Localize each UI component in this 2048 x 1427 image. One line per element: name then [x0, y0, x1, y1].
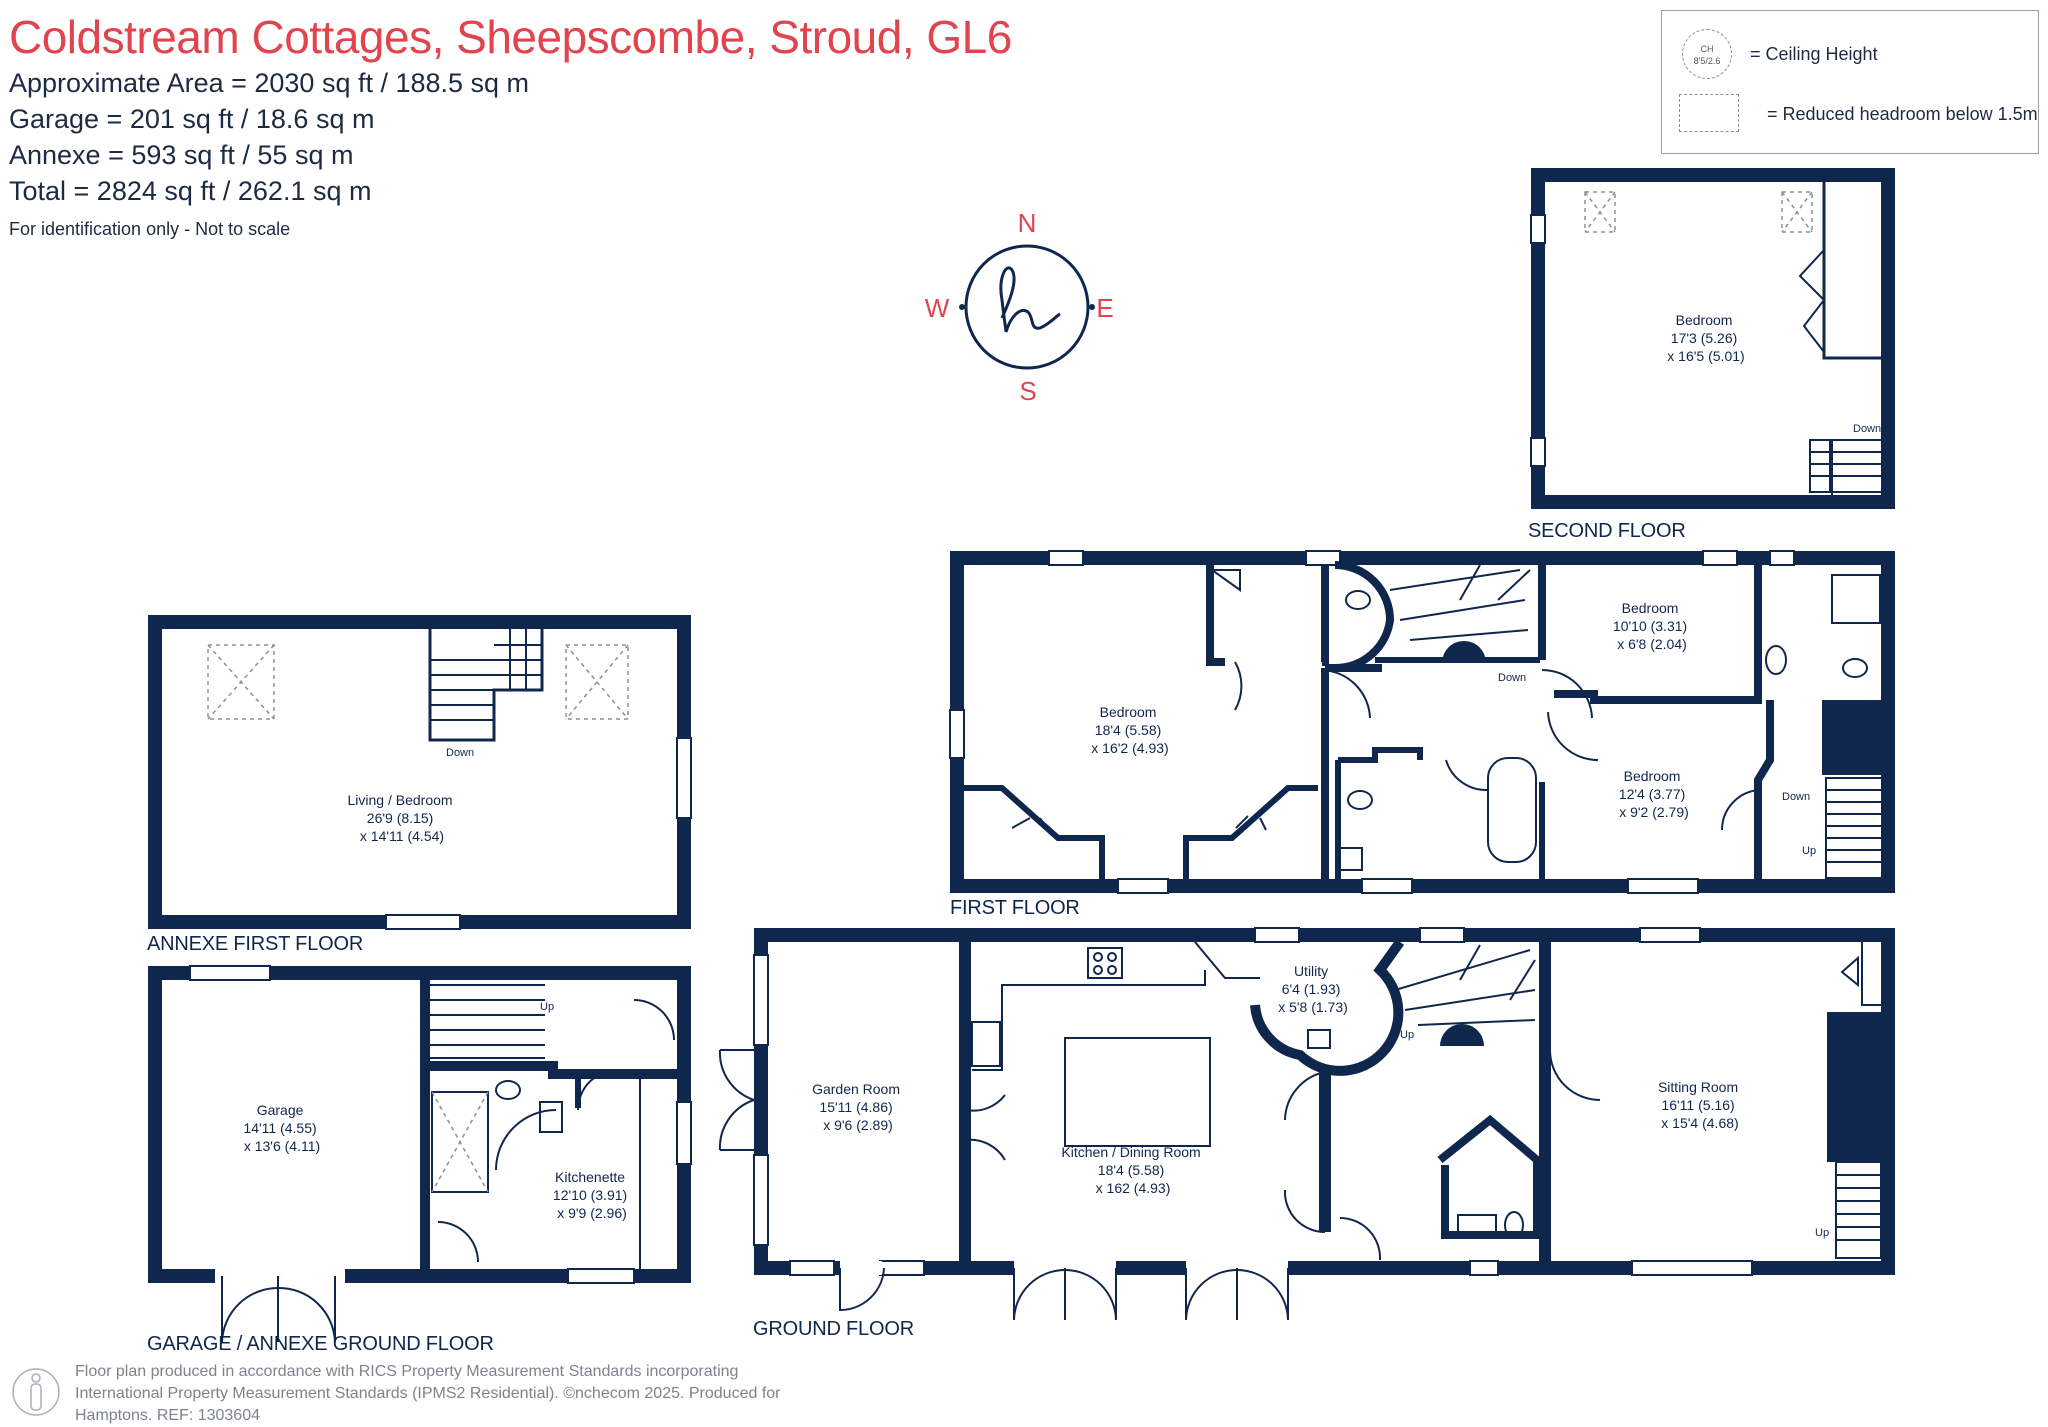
annexe-stair-up-label: Up	[540, 1001, 554, 1013]
legend: CH 8'5/2.6 = Ceiling Height = Reduced he…	[1661, 10, 2039, 154]
footer-line-3: Hamptons. REF: 1303604	[75, 1407, 260, 1424]
utility-label: Utility 6'4 (1.93) x 5'8 (1.73)	[1278, 963, 1348, 1015]
garage-annexe-ground-floor-plan: Up Garage 14'11 (4.55) x 13'6 (4.11) Kit…	[147, 965, 692, 1355]
kitchen-island	[1064, 1037, 1211, 1147]
stair-down-label: Down	[1853, 423, 1881, 435]
garage-area: Garage = 201 sq ft / 18.6 sq m	[9, 104, 375, 134]
compass: N E S W	[925, 208, 1114, 406]
shower-icon	[431, 1091, 489, 1193]
first-stair-down-label: Down	[1498, 672, 1526, 684]
utility-sink-icon	[1307, 1029, 1331, 1049]
skylight-icon	[1781, 191, 1813, 233]
ground-floor-title: GROUND FLOOR	[753, 1318, 914, 1340]
kitchenette-label: Kitchenette 12'10 (3.91) x 9'9 (2.96)	[553, 1169, 631, 1221]
sink-icon	[1339, 847, 1363, 871]
compass-east: E	[1096, 293, 1113, 323]
logo-icon	[999, 266, 1061, 333]
first-stair-up-label: Up	[1802, 845, 1816, 857]
compass-north: N	[1018, 208, 1037, 238]
ground-floor-plan: Up Up Garden Room 15'11 (4.86) x 9'6 (2.…	[718, 927, 1895, 1340]
shower-icon	[1831, 574, 1881, 624]
ceiling-height-icon-label: CH	[1700, 44, 1714, 54]
disclaimer: For identification only - Not to scale	[9, 219, 291, 239]
reduced-headroom-icon	[1679, 94, 1739, 132]
second-floor-bedroom-label: Bedroom 17'3 (5.26) x 16'5 (5.01)	[1667, 312, 1744, 364]
footer-brand: checom	[583, 1385, 640, 1402]
bath-icon	[1487, 757, 1537, 863]
footer-line-1: Floor plan produced in accordance with R…	[75, 1363, 739, 1380]
sink-icon	[1208, 569, 1241, 592]
sink-icon	[1457, 1214, 1497, 1236]
ceiling-height-icon: CH 8'5/2.6	[1682, 29, 1732, 79]
first-floor-bedroom-2-label: Bedroom 10'10 (3.31) x 6'8 (2.04)	[1613, 600, 1691, 652]
skylight-icon	[207, 644, 275, 720]
skylight-icon	[1584, 191, 1616, 233]
second-floor-title: SECOND FLOOR	[1528, 520, 1686, 542]
sitting-room-label: Sitting Room 16'11 (5.16) x 15'4 (4.68)	[1658, 1079, 1742, 1131]
annexe-first-floor-plan: Down Living / Bedroom 26'9 (8.15) x 14'1…	[147, 615, 692, 955]
first-floor-main-bedroom-label: Bedroom 18'4 (5.58) x 16'2 (4.93)	[1091, 704, 1168, 756]
ground-stair-up-label: Up	[1400, 1029, 1414, 1041]
first-floor-bedroom-3-label: Bedroom 12'4 (3.77) x 9'2 (2.79)	[1619, 768, 1689, 820]
living-bedroom-label: Living / Bedroom 26'9 (8.15) x 14'11 (4.…	[348, 792, 457, 844]
toilet-icon	[1504, 1211, 1524, 1239]
first-floor-plan: Down Down Up Bedroom 18'4 (5.58) x 16'2 …	[949, 550, 1895, 919]
toilet-icon	[1347, 790, 1373, 810]
person-icon	[12, 1368, 60, 1416]
toilet-icon	[495, 1080, 521, 1100]
footer-line-2-text: International Property Measurement Stand…	[75, 1385, 584, 1402]
kitchen-sink-icon	[971, 1021, 1001, 1067]
ground-stair-up-label-2: Up	[1815, 1227, 1829, 1239]
kitchen-dining-label: Kitchen / Dining Room 18'4 (5.58) x 162 …	[1061, 1144, 1204, 1196]
first-floor-title: FIRST FLOOR	[950, 897, 1080, 919]
annexe-area: Annexe = 593 sq ft / 55 sq m	[9, 140, 354, 170]
annexe-stair-down-label: Down	[446, 747, 474, 759]
second-floor-plan: Down Bedroom 17'3 (5.26) x 16'5 (5.01) S…	[1528, 168, 1895, 542]
page-title: Coldstream Cottages, Sheepscombe, Stroud…	[9, 11, 1012, 63]
compass-west: W	[925, 293, 950, 323]
reduced-headroom-label: = Reduced headroom below 1.5m	[1767, 104, 2038, 124]
skylight-icon	[565, 644, 629, 720]
compass-south: S	[1019, 376, 1036, 406]
footer: Floor plan produced in accordance with R…	[75, 1361, 875, 1427]
garage-label: Garage 14'11 (4.55) x 13'6 (4.11)	[243, 1102, 320, 1154]
approximate-area: Approximate Area = 2030 sq ft / 188.5 sq…	[9, 68, 530, 98]
sink-icon	[1765, 645, 1787, 675]
footer-line-2-rest: 2025. Produced for	[639, 1385, 781, 1402]
ceiling-height-icon-value: 8'5/2.6	[1693, 56, 1721, 66]
ceiling-height-label: = Ceiling Height	[1750, 44, 1878, 64]
total-area: Total = 2824 sq ft / 262.1 sq m	[9, 176, 372, 206]
hob-icon	[1087, 947, 1123, 979]
garden-room-label: Garden Room 15'11 (4.86) x 9'6 (2.89)	[812, 1081, 904, 1133]
annexe-first-floor-title: ANNEXE FIRST FLOOR	[147, 933, 363, 955]
toilet-icon	[1345, 590, 1371, 610]
first-stair-down-label-2: Down	[1782, 791, 1810, 803]
sink-icon	[539, 1101, 563, 1133]
toilet-icon	[1842, 658, 1868, 678]
footer-line-2: International Property Measurement Stand…	[75, 1383, 875, 1405]
garage-annexe-ground-floor-title: GARAGE / ANNEXE GROUND FLOOR	[147, 1333, 494, 1355]
